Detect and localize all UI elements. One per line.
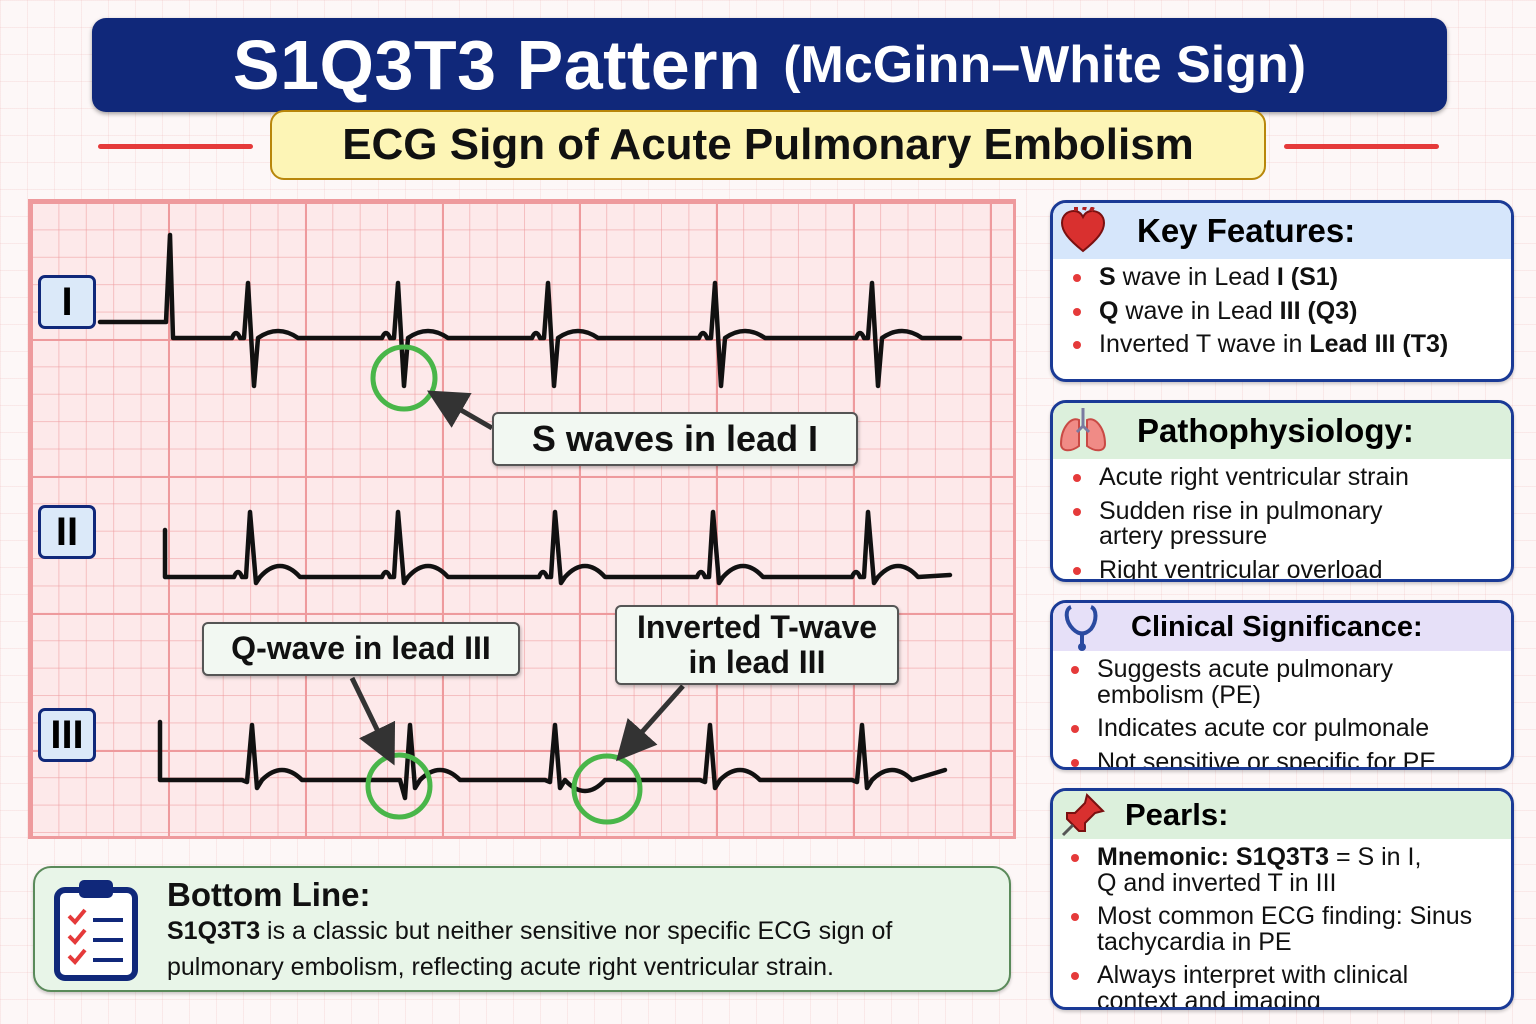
lead-i-trace	[97, 232, 963, 389]
lead-label-i: I	[38, 275, 96, 329]
clipboard-icon	[54, 880, 138, 981]
callout-t-wave: Inverted T-wave in lead III	[615, 605, 899, 685]
lead-ii-trace	[162, 509, 953, 586]
list-item: Inverted T wave in Lead III (T3)	[1073, 331, 1501, 358]
bottom-line-text: S1Q3T3 is a classic but neither sensitiv…	[167, 917, 893, 981]
list-item: S wave in Lead I (S1)	[1073, 264, 1501, 291]
list-item: Q wave in Lead III (Q3)	[1073, 298, 1501, 325]
divider-left	[98, 144, 253, 149]
s-wave-arrow	[427, 390, 494, 431]
subtitle: ECG Sign of Acute Pulmonary Embolism	[342, 120, 1194, 169]
heart-icon	[1053, 203, 1113, 259]
list-item: Not sensitive or specific for PE	[1071, 749, 1501, 767]
card-header: Key Features:	[1053, 203, 1511, 259]
callout-q-wave: Q-wave in lead III	[202, 622, 520, 676]
lead-iii-trace	[157, 719, 948, 801]
card-clinical-significance: Clinical Significance: Suggests acute pu…	[1050, 600, 1514, 770]
card-pearls: Pearls: Mnemonic: S1Q3T3 = S in I, Q and…	[1050, 788, 1514, 1010]
callout-s-waves: S waves in lead I	[492, 412, 858, 466]
card-header: Clinical Significance:	[1053, 603, 1511, 651]
bottom-line-box: Bottom Line: S1Q3T3 is a classic but nei…	[33, 866, 1011, 992]
card-header: Pathophysiology:	[1053, 403, 1511, 459]
lead-label-iii: III	[38, 708, 96, 762]
card-header: Pearls:	[1053, 791, 1511, 839]
subtitle-banner: ECG Sign of Acute Pulmonary Embolism	[270, 110, 1266, 180]
divider-right	[1284, 144, 1439, 149]
s-wave-highlight	[370, 344, 438, 412]
stethoscope-icon	[1053, 603, 1113, 655]
page-title-sub: (McGinn–White Sign)	[783, 36, 1307, 94]
card-key-features: Key Features: S wave in Lead I (S1) Q wa…	[1050, 200, 1514, 382]
ecg-traces	[97, 232, 963, 825]
list-item: Indicates acute cor pulmonale	[1071, 715, 1501, 742]
lead-label-ii: II	[38, 505, 96, 559]
t-wave-arrow	[616, 684, 685, 762]
list-item: Right ventricular overload	[1073, 557, 1501, 579]
list-item: Most common ECG finding: Sinus tachycard…	[1071, 903, 1481, 955]
q-wave-arrow	[349, 676, 396, 766]
page-title: S1Q3T3 Pattern	[232, 26, 762, 104]
pushpin-icon	[1053, 791, 1113, 843]
ecg-grid	[28, 199, 1016, 839]
q-wave-highlight	[365, 752, 433, 820]
list-item: Suggests acute pulmonary embolism (PE)	[1071, 656, 1401, 708]
list-item: Acute right ventricular strain	[1073, 464, 1501, 491]
list-item: Sudden rise in pulmonary artery pressure	[1073, 498, 1403, 550]
card-pathophysiology: Pathophysiology: Acute right ventricular…	[1050, 400, 1514, 582]
title-banner: S1Q3T3 Pattern (McGinn–White Sign)	[92, 18, 1447, 112]
lungs-icon	[1053, 403, 1113, 459]
bottom-line-title: Bottom Line:	[167, 876, 371, 913]
list-item: Mnemonic: S1Q3T3 = S in I, Q and inverte…	[1071, 844, 1431, 896]
t-wave-highlight	[571, 753, 643, 825]
list-item: Always interpret with clinical context a…	[1071, 962, 1411, 1007]
